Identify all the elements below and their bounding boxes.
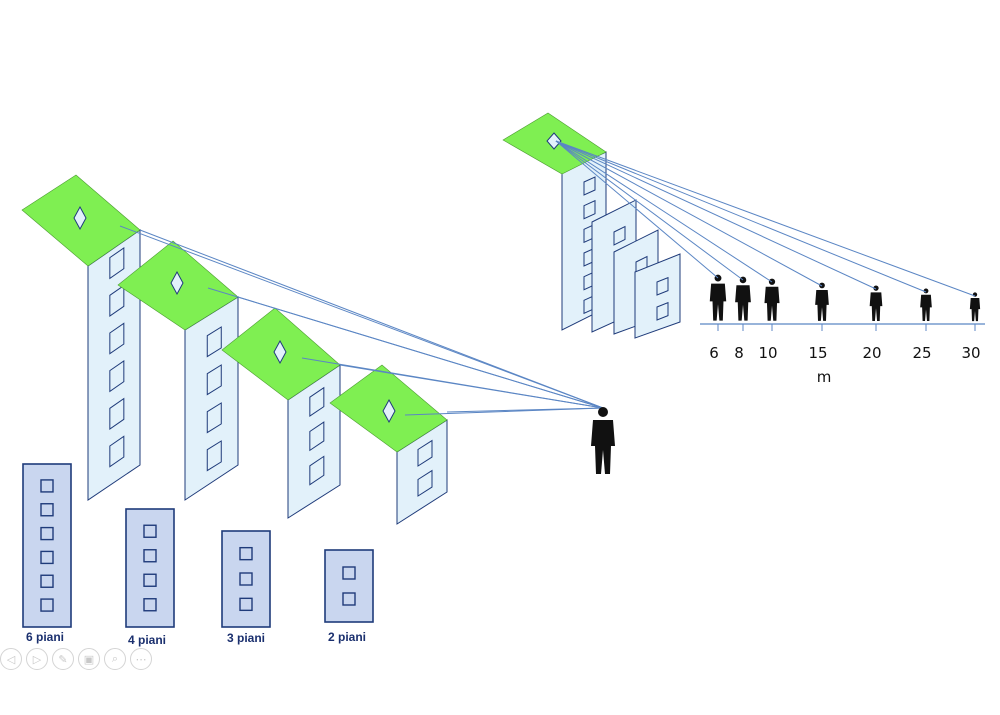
panel-window: [613, 225, 626, 246]
person-icon: [920, 288, 932, 322]
front-elevations: 6 piani 4 piani 3 piani 2 piani: [22, 463, 374, 647]
front-window: [342, 592, 356, 606]
front-window: [143, 524, 157, 538]
front-window: [143, 573, 157, 587]
person-icon: [969, 292, 981, 322]
roof-marker: [546, 132, 562, 150]
distance-label: 15: [808, 344, 827, 362]
floor-count-label: 2 piani: [328, 630, 366, 644]
facade-panel: [634, 253, 681, 339]
facade-window: [109, 360, 125, 393]
distance-label: 30: [961, 344, 980, 362]
facade-window: [309, 455, 325, 486]
sight-line: [555, 140, 877, 290]
person-icon: [709, 274, 727, 321]
front-window: [239, 572, 253, 586]
facade-window: [109, 435, 125, 468]
facade-window: [206, 440, 222, 472]
distance-label: 25: [912, 344, 931, 362]
slides-icon[interactable]: ▣: [78, 648, 100, 670]
sight-line: [555, 140, 976, 297]
presentation-toolbar: ◁▷✎▣⌕⋯: [0, 648, 152, 670]
building-perspective-group: [21, 174, 448, 525]
person-icon: [815, 282, 829, 321]
observer-silhouette: [591, 407, 615, 474]
facade-window: [417, 439, 433, 467]
distance-label: 10: [758, 344, 777, 362]
distance-label: 20: [862, 344, 881, 362]
front-window: [143, 549, 157, 563]
roof-marker: [273, 339, 287, 365]
floor-count-label: 4 piani: [128, 633, 166, 647]
panel-window: [656, 276, 669, 296]
sight-line: [139, 229, 604, 409]
front-window: [40, 598, 54, 612]
front-window: [40, 550, 54, 565]
zoom-icon[interactable]: ⌕: [104, 648, 126, 670]
sight-line: [555, 140, 927, 293]
person-icon: [735, 276, 751, 321]
front-window: [40, 526, 54, 541]
distance-label: 8: [734, 344, 744, 362]
panel-window: [583, 199, 596, 220]
front-window: [40, 574, 54, 588]
facade-window: [109, 247, 125, 280]
person-icon: [869, 285, 883, 321]
sight-line: [555, 140, 773, 283]
facade-window: [206, 364, 222, 396]
sight-line: [555, 140, 823, 287]
facade-window: [109, 397, 125, 430]
person-icon: [764, 278, 780, 321]
floor-count-label: 6 piani: [26, 630, 64, 644]
facade-window: [417, 469, 433, 497]
pen-icon[interactable]: ✎: [52, 648, 74, 670]
front-window: [342, 566, 356, 580]
sight-line: [119, 225, 604, 409]
facade-window: [206, 326, 222, 358]
person-icon: [591, 407, 615, 474]
facade-window: [309, 421, 325, 452]
sightlines-left: [119, 225, 604, 416]
panel-window: [656, 301, 669, 321]
distance-label: 6: [709, 344, 719, 362]
previous-icon[interactable]: ◁: [0, 648, 22, 670]
sight-line: [237, 296, 604, 409]
roof-marker: [382, 398, 396, 424]
front-window: [40, 479, 54, 493]
distance-diagram-group: [502, 112, 681, 339]
front-window: [239, 597, 253, 612]
front-window: [143, 598, 157, 612]
floor-count-label: 3 piani: [227, 631, 265, 645]
distance-unit: m: [817, 368, 832, 386]
play-icon[interactable]: ▷: [26, 648, 48, 670]
sight-line: [555, 140, 744, 281]
sight-line: [339, 364, 604, 409]
building-facade: [184, 296, 239, 501]
more-icon[interactable]: ⋯: [130, 648, 152, 670]
facade-window: [109, 284, 125, 317]
front-window: [239, 546, 253, 561]
sight-line: [555, 140, 719, 279]
front-elevation-box: [324, 549, 374, 623]
roof-marker: [170, 270, 184, 296]
front-window: [40, 503, 54, 517]
sight-line: [446, 407, 604, 413]
panel-window: [583, 176, 596, 196]
observers-row: [709, 274, 981, 322]
roof-marker: [73, 205, 87, 231]
facade-window: [206, 402, 222, 434]
facade-window: [109, 322, 125, 355]
facade-window: [309, 386, 325, 417]
